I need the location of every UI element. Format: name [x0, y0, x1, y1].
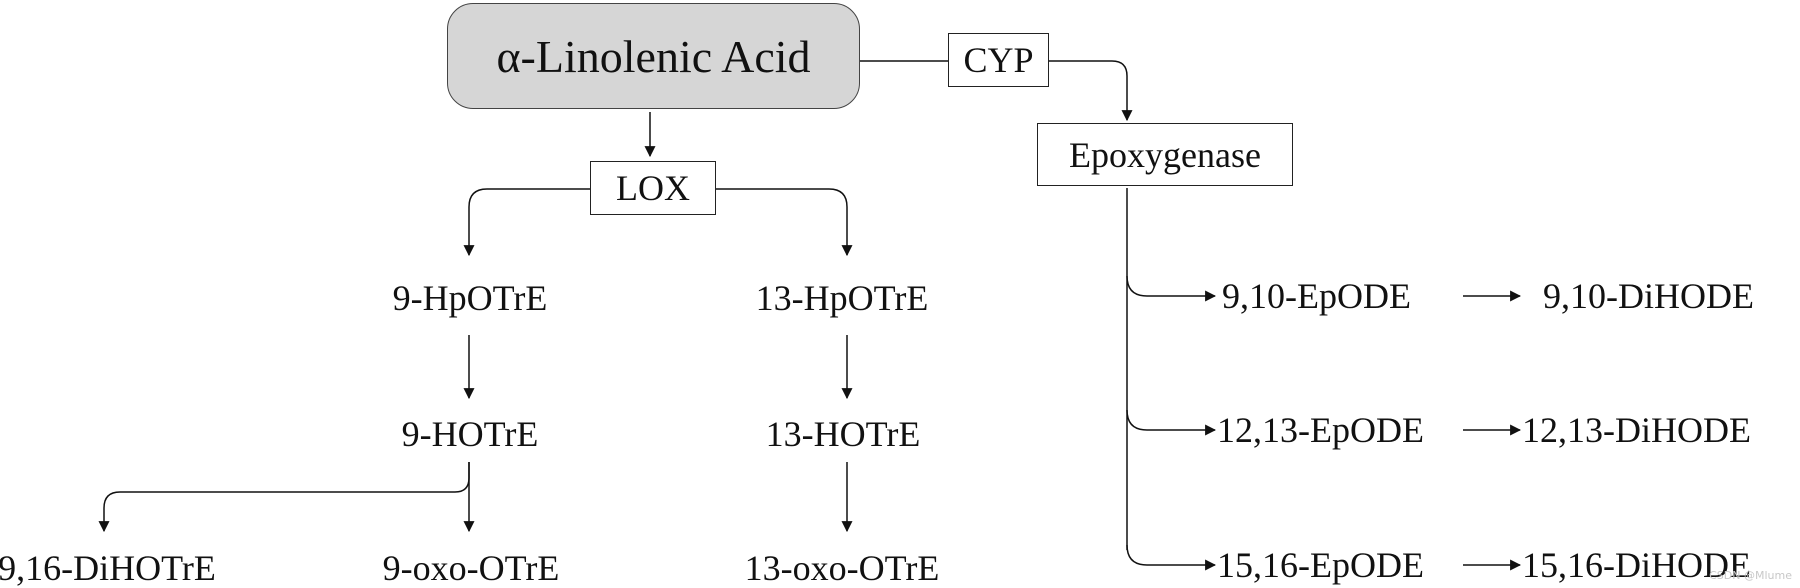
alpha-linolenic-acid-node: α-Linolenic Acid — [447, 3, 860, 109]
metabolite-12-13-dihode: 12,13-DiHODE — [1522, 410, 1751, 450]
metabolite-9-oxo-otre: 9-oxo-OTrE — [382, 548, 560, 588]
arrow-epoxygenase-12-13-epode — [1126, 409, 1217, 436]
cyp-box: CYP — [948, 33, 1049, 87]
cyp-label: CYP — [963, 40, 1034, 80]
epoxygenase-label: Epoxygenase — [1069, 134, 1261, 175]
metabolite-9-hotre: 9-HOTrE — [401, 414, 539, 454]
arrow-cyp-epoxygenase — [1049, 60, 1133, 122]
metabolite-12-13-epode: 12,13-EpODE — [1217, 410, 1424, 450]
arrow-lox-9-hpotre — [463, 188, 590, 257]
metabolite-9-10-epode: 9,10-EpODE — [1222, 276, 1411, 316]
alpha-linolenic-acid-label: α-Linolenic Acid — [496, 30, 811, 82]
metabolite-13-oxo-otre: 13-oxo-OTrE — [744, 548, 940, 588]
metabolite-9-10-dihode: 9,10-DiHODE — [1543, 276, 1754, 316]
arrow-9-hotre-9-16-dihotre — [98, 462, 470, 533]
arrow-epoxygenase-15-16-epode — [1126, 544, 1217, 571]
arrow-epoxygenase-9-10-epode — [1126, 275, 1217, 302]
metabolite-9-16-dihotre: 9,16-DiHOTrE — [0, 548, 216, 588]
lox-label: LOX — [616, 168, 690, 208]
metabolite-15-16-dihode: 15,16-DiHODE — [1522, 545, 1751, 585]
arrow-lox-13-hpotre — [716, 188, 853, 257]
watermark: CSDN @Mlume — [1709, 569, 1792, 582]
lox-box: LOX — [590, 161, 716, 215]
metabolite-13-hotre: 13-HOTrE — [765, 414, 921, 454]
epoxygenase-box: Epoxygenase — [1037, 123, 1293, 186]
metabolite-13-hpotre: 13-HpOTrE — [755, 278, 929, 318]
metabolite-15-16-epode: 15,16-EpODE — [1217, 545, 1424, 585]
metabolite-9-hpotre: 9-HpOTrE — [392, 278, 548, 318]
